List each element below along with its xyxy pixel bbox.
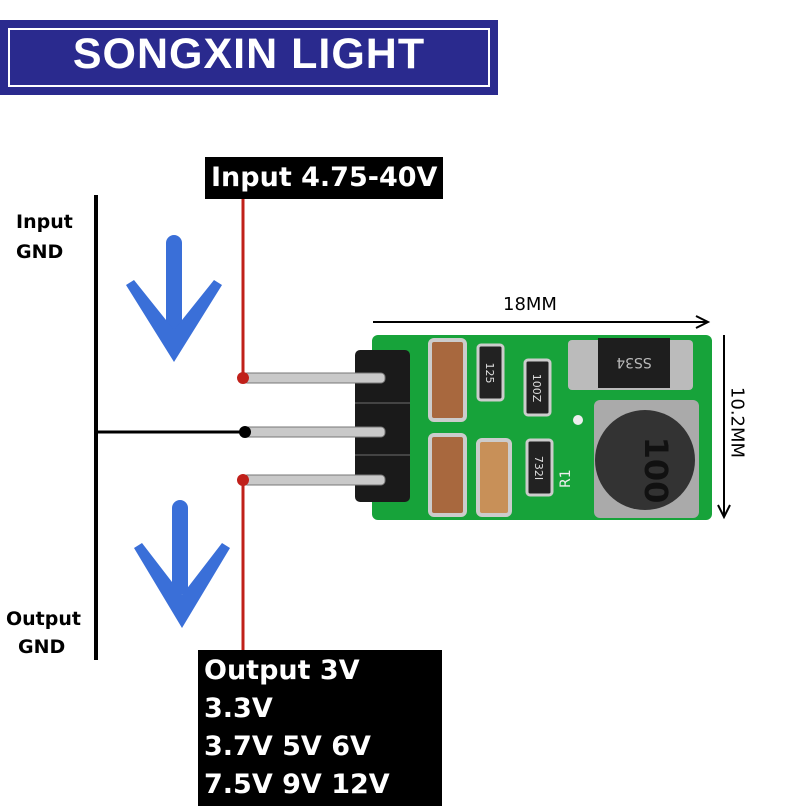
output-gnd-label-line1: Output	[6, 608, 81, 630]
down-arrow-icon	[126, 235, 222, 362]
input-voltage-label: Input 4.75-40V	[205, 157, 444, 199]
height-dimension-label: 10.2MM	[726, 386, 748, 459]
header-pins	[242, 372, 386, 486]
output-gnd-label-line2: GND	[18, 636, 66, 658]
input-pin-dot	[237, 372, 249, 384]
width-dimension-label: 18MM	[503, 294, 557, 315]
width-dimension-arrow	[373, 315, 711, 329]
brand-banner: SONGXIN LIGHT	[0, 20, 498, 95]
height-dimension-arrow	[717, 335, 731, 520]
r1-silkscreen: R1	[558, 469, 574, 488]
input-gnd-label-line1: Input	[16, 211, 73, 233]
down-arrow-icon	[134, 500, 230, 628]
output-pin-dot	[237, 474, 249, 486]
inductor-marking: 100	[637, 437, 675, 504]
resistor-marking: 732I	[532, 456, 545, 480]
banner-border	[8, 28, 490, 87]
output-line: Output 3V 3.3V	[204, 655, 360, 724]
gnd-pin-dot	[239, 426, 251, 438]
output-line: 3.7V 5V 6V	[204, 731, 371, 762]
output-line: 7.5V 9V 12V	[204, 769, 390, 800]
resistor-marking: 100Z	[530, 374, 543, 403]
pcb-board: 125 100Z 732I SS34 100 R1	[355, 335, 712, 520]
diode-marking: SS34	[616, 354, 652, 370]
output-voltage-label: Output 3V 3.3V 3.7V 5V 6V 7.5V 9V 12V	[198, 650, 442, 806]
brand-name: SONGXIN LIGHT	[72, 30, 426, 78]
input-gnd-label-line2: GND	[16, 241, 64, 263]
resistor-marking: 125	[483, 363, 496, 384]
